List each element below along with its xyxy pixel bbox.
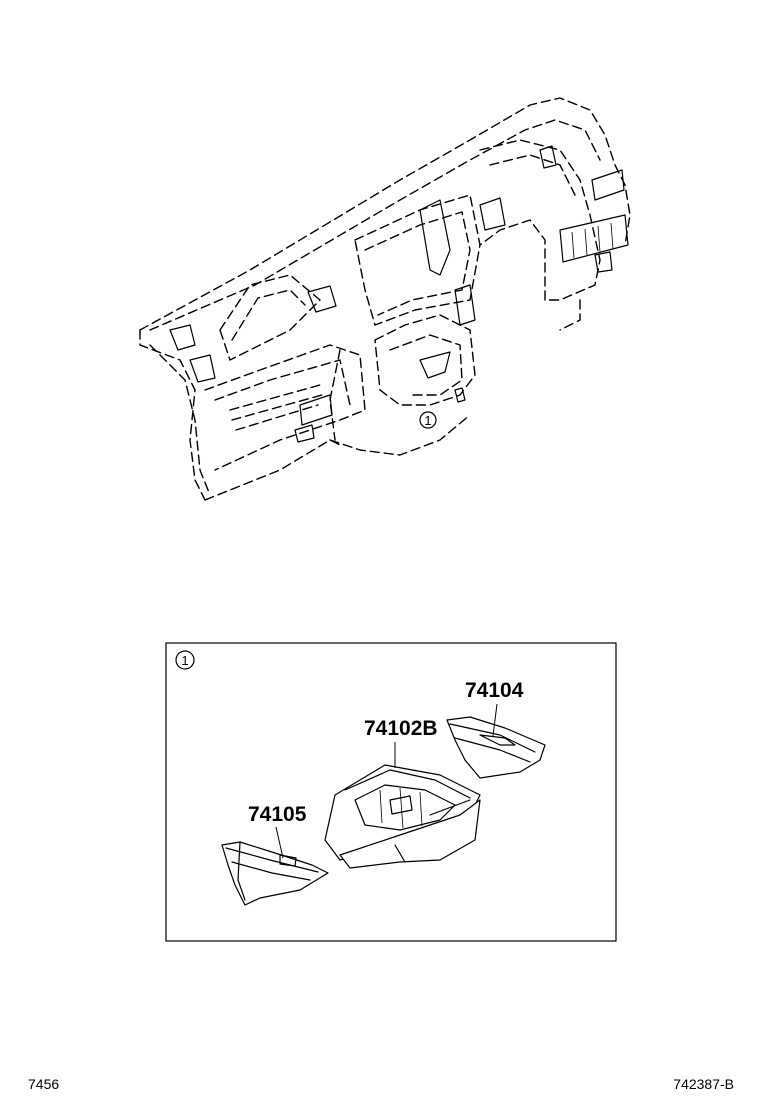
part-label-74104: 74104 — [465, 679, 524, 702]
detail-frame — [165, 642, 617, 942]
diagram-reference-right: 742387-B — [673, 1076, 734, 1092]
part-74105-shape — [221, 841, 329, 906]
leader-74104 — [492, 703, 498, 737]
part-label-74102B: 74102B — [364, 717, 438, 740]
part-label-74105: 74105 — [248, 803, 307, 826]
detail-callout-number: 1 — [181, 653, 188, 668]
part-74102B-shape — [324, 764, 481, 869]
callout-number: 1 — [424, 413, 431, 428]
part-74104-shape — [446, 716, 546, 779]
instrument-panel-outline — [139, 97, 631, 501]
page-reference-left: 7456 — [28, 1076, 60, 1092]
callout-marker-dashboard: 1 — [419, 411, 437, 429]
leader-74105 — [275, 826, 284, 859]
callout-marker-detail: 1 — [175, 650, 195, 670]
